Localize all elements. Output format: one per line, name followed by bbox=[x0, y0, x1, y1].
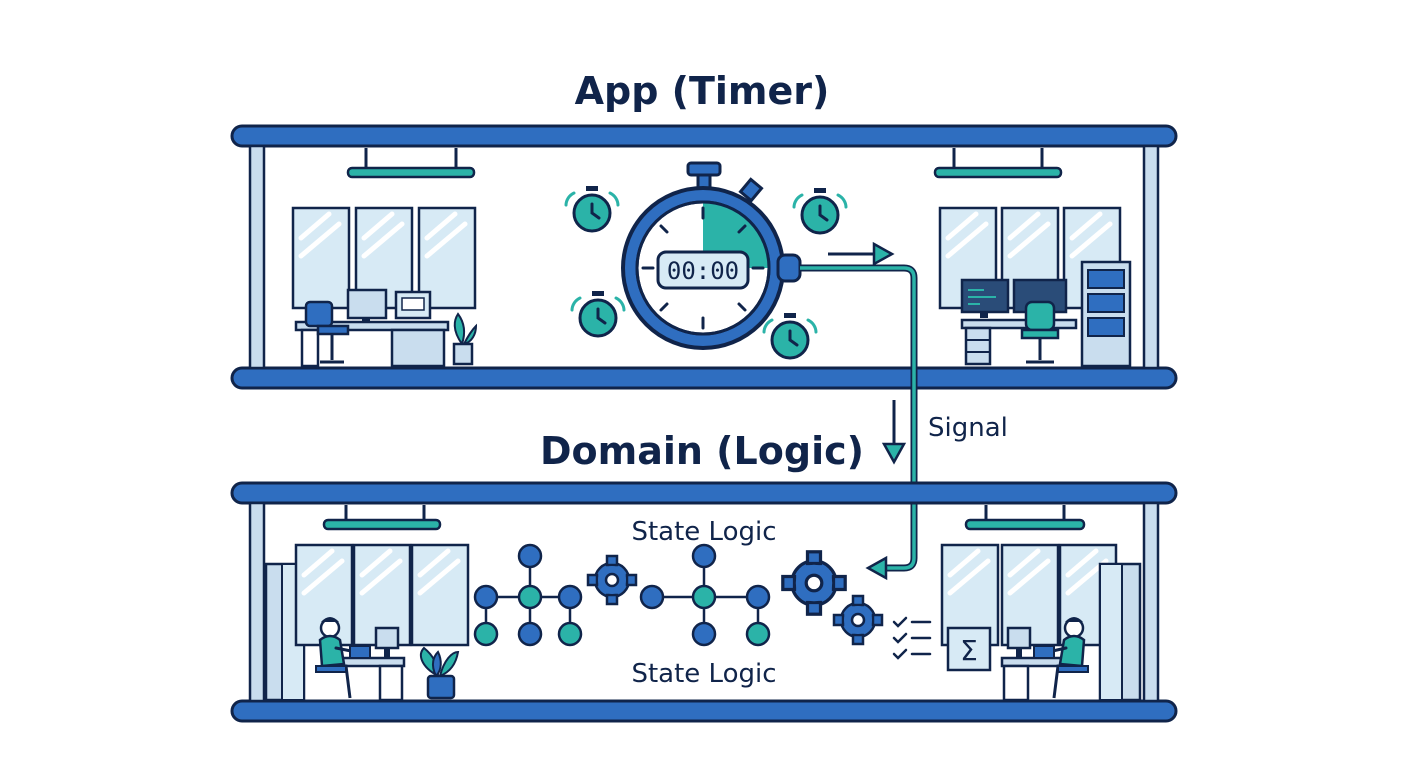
ceiling-light-icon bbox=[322, 505, 442, 531]
gear-icon bbox=[586, 554, 638, 606]
gear-icon bbox=[832, 594, 884, 646]
desk bbox=[960, 318, 1078, 330]
timer-icon bbox=[792, 186, 848, 235]
app-right-column bbox=[1142, 144, 1160, 370]
desk-chair-icon bbox=[304, 300, 350, 364]
sigma-icon: Σ bbox=[946, 626, 992, 672]
state-logic-label-bottom: State Logic bbox=[631, 659, 776, 689]
plant-icon bbox=[420, 646, 460, 700]
ceiling-light-icon bbox=[346, 148, 476, 179]
monitor-icon bbox=[960, 278, 1010, 318]
domain-floor-slab bbox=[230, 699, 1178, 723]
state-node bbox=[473, 543, 583, 647]
left-office-scene bbox=[293, 208, 478, 368]
left-domain-office-scene bbox=[264, 545, 468, 702]
app-layer-title: App (Timer) bbox=[575, 69, 830, 113]
server-rack-icon bbox=[1080, 260, 1132, 368]
output-arrow-icon bbox=[828, 241, 895, 267]
desk bbox=[294, 320, 450, 332]
timer-display: 00:00 bbox=[667, 257, 739, 285]
signal-label: Signal bbox=[928, 413, 1008, 443]
monitor-icon bbox=[374, 626, 400, 658]
timer-icon bbox=[762, 311, 818, 360]
worker-at-laptop-icon bbox=[1033, 617, 1089, 699]
domain-left-column bbox=[248, 501, 266, 703]
right-office-scene bbox=[940, 208, 1132, 368]
down-arrow-icon bbox=[881, 400, 907, 465]
monitor-icon bbox=[394, 290, 432, 320]
state-graph bbox=[473, 543, 771, 647]
checklist-icon bbox=[892, 616, 932, 660]
app-layer: App (Timer) bbox=[230, 69, 1178, 390]
domain-ceiling-slab bbox=[230, 481, 1178, 505]
sigma-symbol: Σ bbox=[960, 634, 978, 667]
app-floor-slab bbox=[230, 366, 1178, 390]
desk-chair-icon bbox=[1020, 300, 1060, 364]
stopwatch-icon: 00:00 bbox=[621, 161, 802, 350]
ceiling-light-icon bbox=[933, 148, 1063, 179]
domain-layer: Domain (Logic) bbox=[230, 429, 1178, 723]
timer-display-frame bbox=[656, 250, 750, 290]
app-left-column bbox=[248, 144, 266, 370]
state-node bbox=[639, 543, 771, 647]
app-ceiling-slab bbox=[230, 124, 1178, 148]
monitor-icon bbox=[346, 288, 388, 323]
domain-layer-title: Domain (Logic) bbox=[540, 429, 864, 473]
worker-at-laptop-icon bbox=[315, 617, 371, 699]
right-domain-office-scene bbox=[942, 545, 1142, 702]
gear-icon bbox=[781, 550, 847, 616]
monitor-icon bbox=[1006, 626, 1032, 658]
timer-icon bbox=[564, 184, 620, 233]
ceiling-light-icon bbox=[964, 505, 1086, 531]
plant-icon bbox=[452, 312, 478, 366]
state-logic-label-top: State Logic bbox=[631, 517, 776, 547]
timer-icon bbox=[570, 289, 626, 338]
domain-right-column bbox=[1142, 501, 1160, 703]
signal-connector: Signal bbox=[800, 264, 1008, 581]
